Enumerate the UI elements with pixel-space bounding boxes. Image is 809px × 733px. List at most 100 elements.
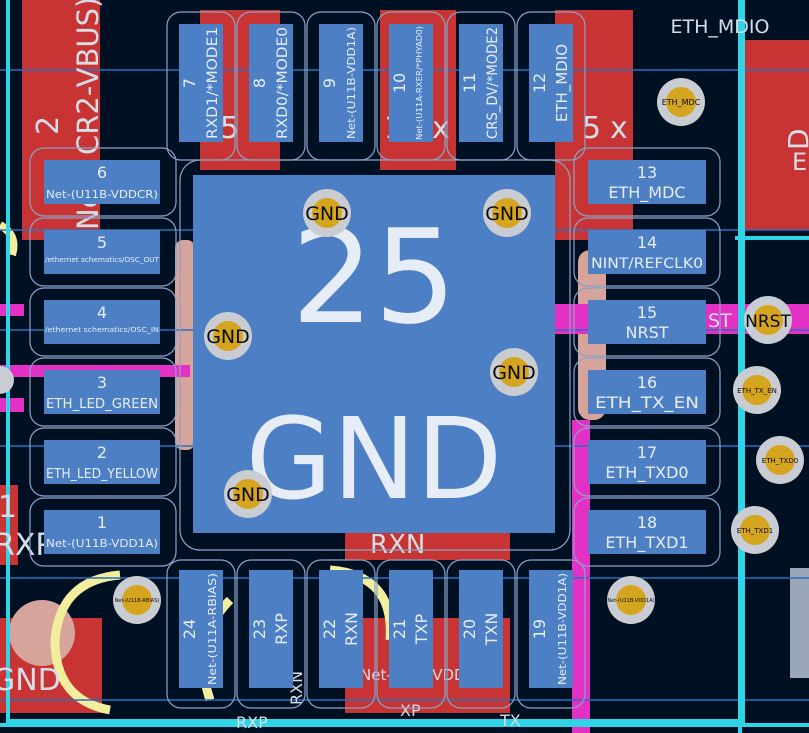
via-nrst[interactable]: NRST [744, 296, 792, 344]
pad-16[interactable] [588, 370, 706, 414]
vias: GND GND GND GND GND ETH_MDC [0, 78, 804, 624]
pin-bottom-24[interactable]: 24 Net-(U11A-RBIAS) [179, 570, 223, 688]
pin-top-7[interactable]: 7 RXD1/*MODE1 [179, 24, 223, 142]
pad-1[interactable] [44, 510, 160, 554]
clearance-bottom-21 [376, 559, 446, 709]
pin-net-15: NRST [625, 323, 668, 342]
pin-bottom-22[interactable]: 22 RXN [319, 570, 363, 688]
pad-20[interactable] [459, 570, 503, 688]
label-top-glyph-5b: 5 [582, 111, 601, 146]
via-vdd1a[interactable]: Net-(U11B-VDD1A) [607, 576, 655, 624]
label-pin2-left: 2 [31, 116, 66, 135]
via-hole [765, 445, 795, 475]
pad-3[interactable] [44, 370, 160, 414]
copper-pad-rxn [345, 530, 510, 560]
pin-left-2[interactable]: 2 ETH_LED_YELLOW [44, 440, 160, 484]
via-label-eth-txd1: ETH_TXD1 [737, 527, 773, 535]
pin-bottom-21[interactable]: 21 TXP [389, 570, 433, 688]
via-eth-tx-en[interactable]: ETH_TX_EN [733, 366, 781, 414]
pin-net-19: Net-(U11B-VDD1A) [556, 573, 569, 685]
via-gnd-1[interactable]: GND [303, 189, 351, 237]
pin-left-1[interactable]: 1 Net-(U11B-VDD1A) [44, 510, 160, 554]
via-eth-mdc[interactable]: ETH_MDC [657, 78, 705, 126]
pin-right-18[interactable]: 18 ETH_TXD1 [588, 510, 706, 554]
via-eth-txd0[interactable]: ETH_TXD0 [756, 436, 804, 484]
pin-net-24: Net-(U11A-RBIAS) [206, 573, 219, 685]
label-right-e: E [792, 148, 807, 176]
via-gnd-2[interactable]: GND [483, 189, 531, 237]
via-gnd-4[interactable]: GND [490, 348, 538, 396]
clearance-left-2 [29, 427, 177, 497]
pad-2[interactable] [44, 440, 160, 484]
pad-17[interactable] [588, 440, 706, 484]
via-label-eth-tx-en: ETH_TX_EN [737, 387, 777, 395]
pad-12[interactable] [529, 24, 573, 142]
pad-11[interactable] [459, 24, 503, 142]
pin-bottom-19[interactable]: 19 Net-(U11B-VDD1A) [529, 570, 573, 688]
pin-number-24: 24 [180, 619, 199, 639]
trace-left-2 [0, 398, 24, 412]
pin-number-2: 2 [97, 443, 107, 462]
via-rbias[interactable]: Net-(U11B-RBIAS) [113, 576, 161, 624]
via-gnd-5[interactable]: GND [224, 470, 272, 518]
pad-24[interactable] [179, 570, 223, 688]
pin-left-6[interactable]: 6 Net-(U11B-VDDCR) [44, 160, 160, 204]
pad-9[interactable] [319, 24, 363, 142]
pad-8[interactable] [249, 24, 293, 142]
pin-number-22: 22 [320, 619, 339, 639]
pin-top-10[interactable]: 10 Net-(U11A-RXER/*PHYAD0) [389, 24, 433, 142]
pin-top-8[interactable]: 8 RXD0/*MODE0 [249, 24, 293, 142]
pad-7[interactable] [179, 24, 223, 142]
pin-right-13[interactable]: 13 ETH_MDC [588, 160, 706, 204]
pad-22[interactable] [319, 570, 363, 688]
pin-number-13: 13 [637, 163, 657, 182]
pin-number-4: 4 [97, 303, 107, 322]
pin-number-19: 19 [530, 619, 549, 639]
pad-15[interactable] [588, 300, 706, 344]
pad-6[interactable] [44, 160, 160, 204]
clearance-left-3 [29, 357, 177, 427]
pin-number-5: 5 [97, 233, 107, 252]
pin-bottom-23[interactable]: 23 RXP [249, 570, 293, 688]
pad-18[interactable] [588, 510, 706, 554]
via-label: GND [492, 362, 536, 384]
pad-21[interactable] [389, 570, 433, 688]
pin-left-5[interactable]: 5 /ethernet schematics/OSC_OUT [44, 230, 160, 274]
pin-right-14[interactable]: 14 NINT/REFCLK0 [588, 230, 706, 274]
pin-right-15[interactable]: 15 NRST [588, 300, 706, 344]
via-hole [742, 375, 772, 405]
label-bottom-xp: XP [400, 701, 421, 720]
center-pad-25[interactable]: 25 GND [193, 175, 555, 533]
pad-14[interactable] [588, 230, 706, 274]
pin-number-11: 11 [460, 73, 479, 93]
via-gnd-3[interactable]: GND [204, 312, 252, 360]
clearance-right-14 [573, 217, 721, 287]
pin-top-12[interactable]: 12 ETH_MDIO [529, 24, 573, 142]
pin-right-17[interactable]: 17 ETH_TXD0 [588, 440, 706, 484]
pin-top-11[interactable]: 11 CRS_DV/*MODE2 [459, 24, 503, 142]
pin-number-18: 18 [637, 513, 657, 532]
pad-10[interactable] [389, 24, 433, 142]
pad-4[interactable] [44, 300, 160, 344]
pin-net-21: TXP [412, 613, 431, 645]
clearance-left-5 [29, 217, 177, 287]
pad-19[interactable] [529, 570, 573, 688]
clearance-left-1 [29, 497, 177, 567]
pin-number-8: 8 [250, 78, 269, 88]
pin-bottom-20[interactable]: 20 TXN [459, 570, 503, 688]
pin-left-3[interactable]: 3 ETH_LED_GREEN [44, 370, 160, 414]
via-hole [492, 198, 522, 228]
pin-left-4[interactable]: 4 /ethernet schematics/OSC_IN [44, 300, 160, 344]
pin-right-16[interactable]: 16 ETH_TX_EN [588, 370, 706, 414]
via-eth-txd1[interactable]: ETH_TXD1 [731, 506, 779, 554]
pin-top-9[interactable]: 9 Net-(U11B-VDD1A) [319, 24, 363, 142]
clearance-right-13 [573, 147, 721, 217]
via-hole [122, 585, 152, 615]
pin-number-14: 14 [637, 233, 657, 252]
pad-13[interactable] [588, 160, 706, 204]
pad-23[interactable] [249, 570, 293, 688]
pad-5[interactable] [44, 230, 160, 274]
pad-clearance-outlines [29, 11, 721, 709]
pin-number-20: 20 [460, 619, 479, 639]
